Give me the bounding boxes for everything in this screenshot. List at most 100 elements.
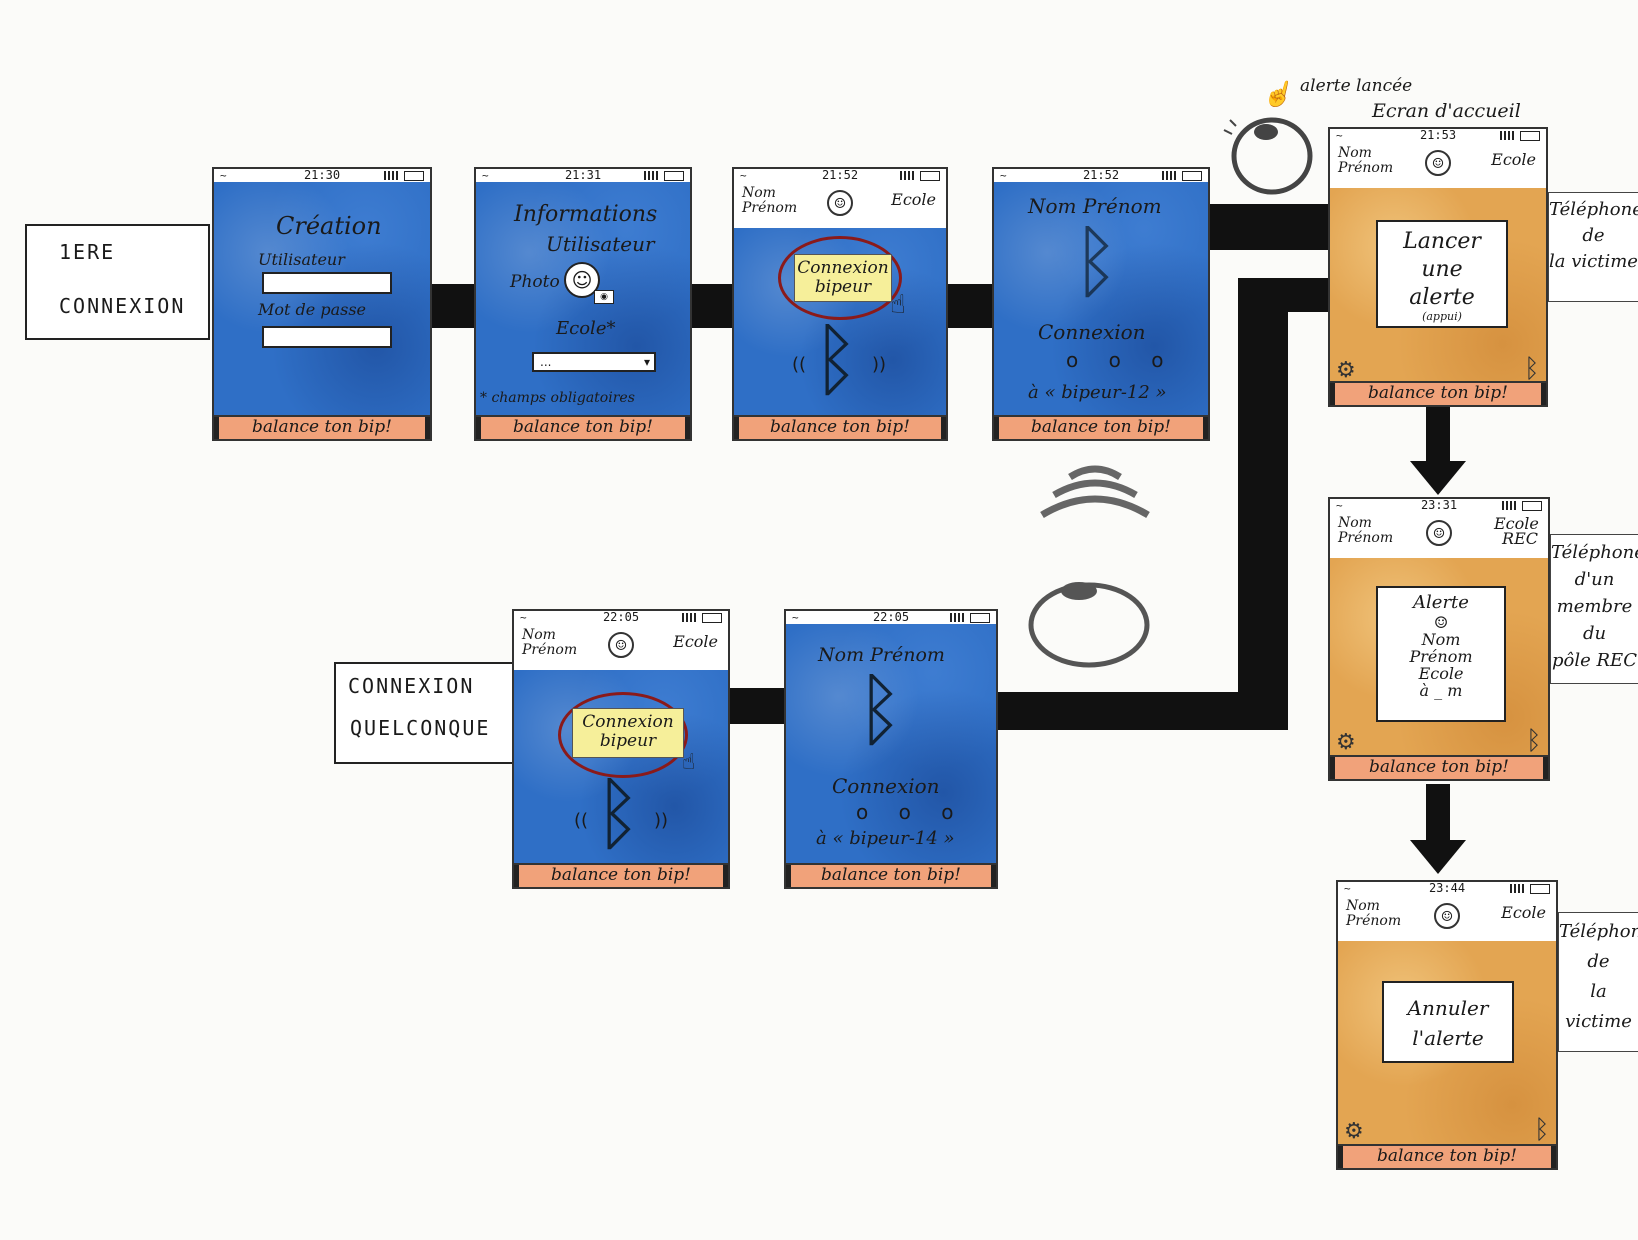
gear-icon[interactable]: ⚙ <box>1336 358 1356 383</box>
label-first-connexion: 1ERE CONNEXION <box>25 224 210 340</box>
screen-connecting-1: Nom Prénom ᛒ Connexion o o o à « bipeur-… <box>994 182 1208 417</box>
side-label-victim-2: Téléphone de la victime <box>1558 912 1638 1052</box>
school-select[interactable]: ...▾ <box>532 352 656 372</box>
photo-avatar-icon[interactable]: ☺ <box>564 262 600 298</box>
status-time: 22:05 <box>872 610 910 624</box>
header-prenom: Prénom <box>1346 913 1402 929</box>
side-label-line: Téléphone <box>1551 542 1638 563</box>
battery-icon <box>1182 171 1202 181</box>
connector-connexion2-connecting2 <box>728 688 786 724</box>
wave-icon: ~ <box>220 169 227 182</box>
header-prenom: Prénom <box>522 642 578 658</box>
connector-top-return <box>1238 278 1328 312</box>
connector-informations-connexion <box>690 284 734 328</box>
gear-icon[interactable]: ⚙ <box>1344 1119 1364 1144</box>
bluetooth-icon: ᛒ <box>856 663 904 756</box>
phone-connecting-2: ~22:05 Nom Prénom ᛒ Connexion o o o à « … <box>784 609 998 889</box>
avatar-icon: ☺ <box>1425 150 1451 176</box>
connector-vertical-return <box>1238 278 1288 730</box>
screen-creation: Création Utilisateur Mot de passe <box>214 182 430 417</box>
label-any-b: QUELCONQUE <box>350 716 491 740</box>
side-label-rec-member: Téléphone d'un membre du pôle REC <box>1550 534 1638 684</box>
box-line2: une <box>1421 257 1463 282</box>
alert-avatar-icon: ☺ <box>1433 613 1449 632</box>
wave-icon: ~ <box>740 169 747 182</box>
chevron-down-icon: ▾ <box>643 355 650 369</box>
school-label: Ecole* <box>556 318 616 339</box>
user-input[interactable] <box>262 272 392 294</box>
alert-time: à _ m <box>1419 681 1463 700</box>
alert-notification[interactable]: Alerte ☺ Nom Prénom Ecole à _ m <box>1376 586 1506 722</box>
box-line1: Lancer <box>1403 229 1481 254</box>
avatar-icon: ☺ <box>1426 520 1452 546</box>
photo-label: Photo <box>510 272 560 292</box>
battery-icon <box>970 613 990 623</box>
bluetooth-icon: ᛒ <box>1072 215 1120 308</box>
launch-alert-button[interactable]: Lancer une alerte (appui) <box>1376 220 1508 328</box>
side-label-line: d'un <box>1574 569 1615 590</box>
box-line1: Annuler <box>1407 996 1489 1020</box>
side-label-line: membre <box>1556 596 1633 617</box>
connector-creation-informations <box>428 284 476 328</box>
box-line2: l'alerte <box>1412 1026 1484 1050</box>
cancel-alert-button[interactable]: Annuler l'alerte <box>1382 981 1514 1063</box>
header-ecole: Ecole <box>1501 903 1546 922</box>
status-time: 23:44 <box>1428 881 1466 895</box>
alert-ecole: Ecole <box>1418 664 1464 683</box>
informations-title: Informations <box>514 202 658 227</box>
header-ecole: Ecole <box>673 632 718 651</box>
header-nom: Nom <box>1346 898 1380 914</box>
wave-icon: ~ <box>1000 169 1007 182</box>
battery-icon <box>1530 884 1550 894</box>
side-label-line: de <box>1582 225 1605 246</box>
phone-informations: ~21:31 Informations Utilisateur Photo ☺ … <box>474 167 692 441</box>
header-nom: Nom <box>1338 145 1372 161</box>
signal-icon <box>950 613 966 622</box>
battery-icon <box>920 171 940 181</box>
loading-dots: o o o <box>1066 348 1176 372</box>
wave-icon: ~ <box>1336 129 1343 142</box>
wave-icon: ~ <box>520 611 527 624</box>
signal-icon <box>682 613 698 622</box>
footer-banner: balance ton bip! <box>734 415 946 439</box>
signal-icon <box>1510 884 1526 893</box>
screen-home-victim: Lancer une alerte (appui) ⚙ ᛒ <box>1330 188 1546 384</box>
header-nom: Nom <box>742 185 776 201</box>
camera-icon[interactable]: ◉ <box>594 290 614 304</box>
bluetooth-icon: ᛒ <box>594 767 642 860</box>
wave-icon: ~ <box>482 169 489 182</box>
beeper-pressed-icon <box>1223 117 1313 195</box>
bluetooth-icon: ᛒ <box>1534 1115 1550 1145</box>
header-nom: Nom <box>1338 515 1372 531</box>
side-label-line: du <box>1582 623 1607 644</box>
header-ecole: Ecole <box>1491 150 1536 169</box>
phone-creation: ~21:30 Création Utilisateur Mot de passe… <box>212 167 432 441</box>
screen-cancel-victim: Annuler l'alerte ⚙ ᛒ <box>1338 941 1556 1146</box>
footer-banner: balance ton bip! <box>994 415 1208 439</box>
gear-icon[interactable]: ⚙ <box>1336 730 1356 755</box>
bluetooth-icon: ᛒ <box>1526 726 1542 756</box>
button-line1: Connexion <box>582 712 674 732</box>
label-first-a: 1ERE <box>59 240 116 264</box>
connexion-text: Connexion <box>1038 320 1146 344</box>
password-input[interactable] <box>262 326 392 348</box>
signal-left-icon: (( <box>574 810 589 831</box>
side-label-line: la <box>1590 981 1607 1002</box>
signal-icon <box>900 171 916 180</box>
home-screen-annotation: Ecran d'accueil <box>1372 100 1521 122</box>
status-time: 23:31 <box>1420 498 1458 512</box>
side-label-line: de <box>1587 951 1610 972</box>
connector-connecting-home <box>1208 204 1328 250</box>
header-prenom: Prénom <box>1338 530 1394 546</box>
